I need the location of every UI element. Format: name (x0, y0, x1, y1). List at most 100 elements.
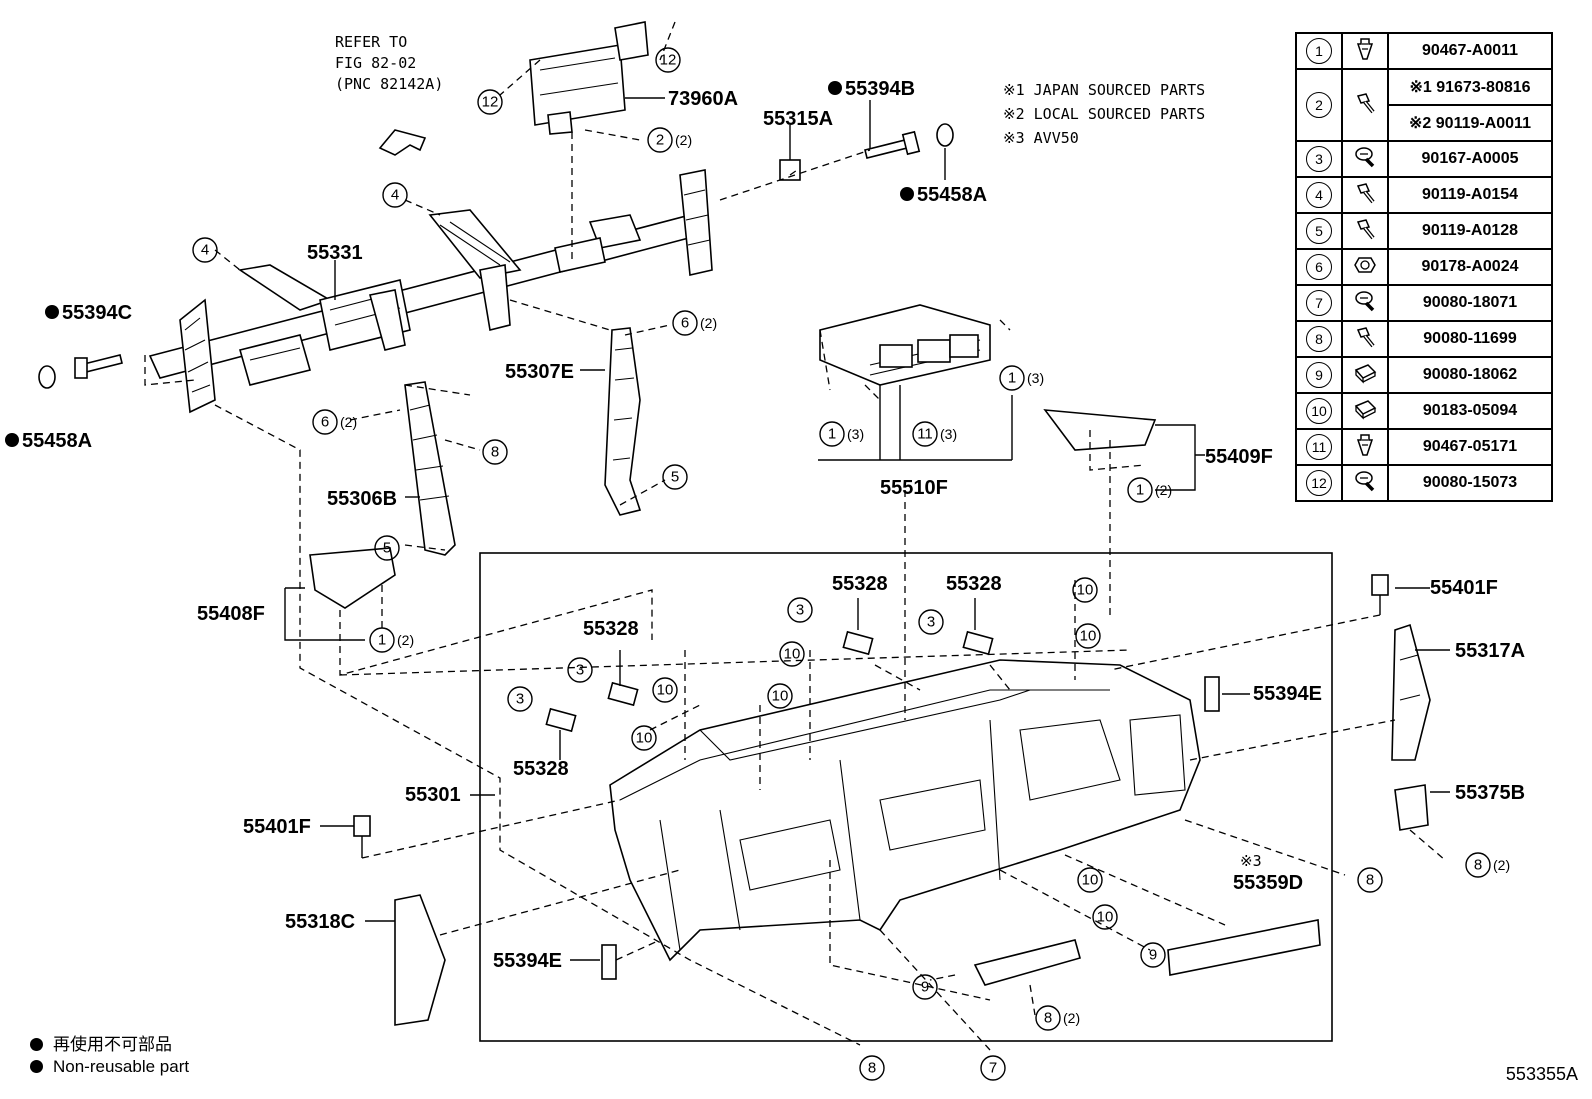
non-reusable-dot-icon (30, 1060, 43, 1073)
end-panel-55318C (394, 894, 446, 1026)
bolt-55394B (864, 123, 954, 159)
clip-55328-d (545, 707, 577, 733)
label-55315A: 55315A (763, 108, 833, 130)
label-55409F: 55409F (1205, 446, 1273, 468)
clip-nut-icon (1341, 392, 1389, 430)
pad-55394E-left (601, 944, 617, 980)
callout-10: 10 (1082, 872, 1099, 889)
clip-55328-c (607, 681, 639, 707)
parts-table-row: 6 90178-A0024 (1295, 248, 1553, 286)
screw-icon (1341, 140, 1389, 178)
parts-index-cell: 4 (1295, 176, 1343, 214)
refer-note-line-1: REFER TO (335, 33, 407, 51)
pad-55394E-right (1204, 676, 1220, 712)
dashboard-box (479, 552, 1333, 1042)
index-circle: 8 (1306, 326, 1332, 352)
parts-table-row: 2※1 91673-80816 (1295, 68, 1553, 142)
clip-icon (1341, 32, 1389, 70)
parts-index-cell: 8 (1295, 320, 1343, 358)
part-number-cell: 90080-11699 (1387, 320, 1553, 358)
label-55394E-right: 55394E (1253, 683, 1322, 705)
callout-3: 3 (927, 614, 935, 631)
qty-2: (2) (675, 132, 692, 148)
index-circle: 1 (1306, 38, 1332, 64)
brace-55306B (404, 381, 456, 556)
label-55401F-left: 55401F (243, 816, 311, 838)
steering-support-beam (148, 169, 713, 414)
qty-3: (3) (940, 426, 957, 442)
part-number-cell: 90119-A0128 (1387, 212, 1553, 250)
callout-10: 10 (772, 688, 789, 705)
bolt-icon (1341, 176, 1389, 214)
label-55331: 55331 (307, 242, 363, 264)
parts-index-cell: 9 (1295, 356, 1343, 394)
part-number-cell: ※1 91673-80816 (1387, 68, 1553, 106)
nut-icon (1341, 248, 1389, 286)
center-vent-panel (819, 304, 991, 386)
index-circle: 12 (1306, 470, 1332, 496)
label-55328-a: 55328 (832, 573, 888, 595)
qty-2: (2) (700, 315, 717, 331)
screw-icon (1341, 284, 1389, 322)
non-reusable-dot (900, 187, 914, 201)
index-circle: 9 (1306, 362, 1332, 388)
label-55359D-note: ※3 (1240, 852, 1262, 870)
qty-2: (2) (1493, 857, 1510, 873)
callout-1: 1 (1136, 482, 1144, 499)
bolt-icon (1341, 68, 1389, 142)
part-leaders (284, 97, 1450, 961)
pin-55401F-right (1371, 574, 1389, 615)
index-circle: 10 (1306, 398, 1332, 424)
callout-2: 2 (656, 132, 664, 149)
callout-8: 8 (1044, 1010, 1052, 1027)
bolt-icon (1341, 320, 1389, 358)
callout-8: 8 (868, 1060, 876, 1077)
legend-jp: 再使用不可部品 (30, 1030, 172, 1055)
refer-note-line-3: (PNC 82142A) (335, 75, 443, 93)
callout-8: 8 (1474, 857, 1482, 874)
lower-bracket (973, 939, 1081, 986)
leader-lines (144, 21, 1446, 1051)
index-circle: 6 (1306, 254, 1332, 280)
label-55317A: 55317A (1455, 640, 1525, 662)
qty-2: (2) (1155, 482, 1172, 498)
glove-box-door (1043, 409, 1157, 451)
label-55328-b: 55328 (946, 573, 1002, 595)
callout-3: 3 (576, 662, 584, 679)
parts-index-cell: 3 (1295, 140, 1343, 178)
parts-index-cell: 5 (1295, 212, 1343, 250)
label-55318C: 55318C (285, 911, 355, 933)
brace-55307E (604, 327, 642, 516)
qty-3: (3) (1027, 370, 1044, 386)
label-55394E-left: 55394E (493, 950, 562, 972)
clip-55328-b (962, 630, 994, 656)
part-number-cell: 90080-18071 (1387, 284, 1553, 322)
parts-index-cell: 12 (1295, 464, 1343, 502)
bracket-55375B (1394, 784, 1429, 831)
part-number-cell: 90119-A0154 (1387, 176, 1553, 214)
part-number-cell: 90167-A0005 (1387, 140, 1553, 178)
callout-11: 11 (917, 426, 933, 443)
callout-3: 3 (516, 691, 524, 708)
callout-9: 9 (1149, 947, 1157, 964)
airbag-module (529, 21, 649, 135)
index-circle: 4 (1306, 182, 1332, 208)
side-panel-55408F (309, 547, 396, 609)
callout-10: 10 (1080, 628, 1097, 645)
part-number-cell: 90178-A0024 (1387, 248, 1553, 286)
label-73960A: 73960A (668, 88, 738, 110)
callout-9: 9 (921, 979, 929, 996)
end-panel-55317A (1391, 623, 1431, 761)
non-reusable-dot (828, 81, 842, 95)
callout-4: 4 (391, 187, 399, 204)
callout-6: 6 (321, 414, 329, 431)
sourcing-note-2: ※2 LOCAL SOURCED PARTS (1003, 105, 1205, 123)
instrument-panel (609, 659, 1201, 962)
